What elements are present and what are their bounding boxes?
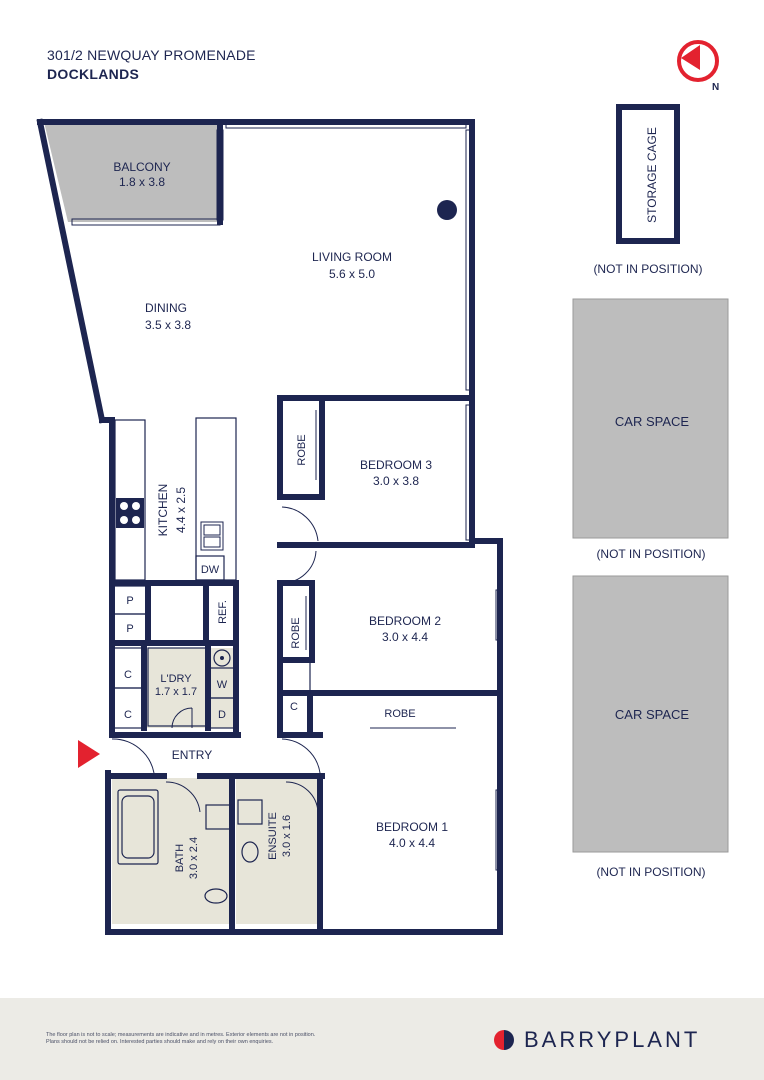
floor-plan: N BALCONY 1.8 x 3.8 xyxy=(36,40,729,935)
entry-name: ENTRY xyxy=(172,748,212,762)
laundry-name: L'DRY xyxy=(160,673,192,685)
car-space-2-label: CAR SPACE xyxy=(615,707,689,722)
balcony-size: 1.8 x 3.8 xyxy=(119,175,165,189)
bath-size: 3.0 x 2.4 xyxy=(188,837,200,879)
column-icon xyxy=(437,200,457,220)
bedroom3-size: 3.0 x 3.8 xyxy=(373,474,419,488)
pantry-label-1: P xyxy=(126,595,133,607)
sink-icon xyxy=(200,521,224,551)
laundry-floor xyxy=(144,648,236,728)
bedroom2-size: 3.0 x 4.4 xyxy=(382,630,428,644)
ensuite-name: ENSUITE xyxy=(267,812,279,860)
address-line1: 301/2 NEWQUAY PROMENADE xyxy=(47,47,256,63)
door-swings xyxy=(111,410,456,813)
living-size: 5.6 x 5.0 xyxy=(329,267,375,281)
brand-name: BARRYPLANT xyxy=(524,1027,701,1052)
dw-label: DW xyxy=(201,564,220,576)
bedroom3-name: BEDROOM 3 xyxy=(360,458,432,472)
balcony-name: BALCONY xyxy=(113,160,170,174)
disclaimer-line1: The floor plan is not to scale; measurem… xyxy=(46,1032,316,1038)
bedroom1-size: 4.0 x 4.4 xyxy=(389,836,435,850)
robe-label-bedroom1: ROBE xyxy=(384,708,415,720)
kitchen-name: KITCHEN xyxy=(156,484,170,537)
bath-name: BATH xyxy=(174,844,186,873)
cooktop-icon xyxy=(116,498,144,528)
brand-logo: BARRYPLANT xyxy=(492,1026,700,1054)
dining-name: DINING xyxy=(145,301,187,315)
robe-label-bedroom2: ROBE xyxy=(290,617,302,648)
cupboard-label-3: C xyxy=(290,701,298,713)
kitchen-benches xyxy=(111,417,311,904)
cupboard-label-1: C xyxy=(124,669,132,681)
washer-label: W xyxy=(217,679,228,691)
ref-label: REF. xyxy=(217,600,229,624)
compass-icon: N xyxy=(677,40,719,93)
storage-cage xyxy=(616,104,680,244)
footer-bar xyxy=(0,998,764,1080)
storage-not-in-position: (NOT IN POSITION) xyxy=(593,262,702,276)
disclaimer: The floor plan is not to scale; measurem… xyxy=(46,1032,346,1046)
ensuite-size: 3.0 x 1.6 xyxy=(281,815,293,857)
dining-size: 3.5 x 3.8 xyxy=(145,318,191,332)
laundry-size: 1.7 x 1.7 xyxy=(155,686,197,698)
storage-cage-label: STORAGE CAGE xyxy=(645,127,659,223)
bath-floor xyxy=(112,778,230,924)
balcony-area xyxy=(44,122,220,222)
kitchen-size: 4.4 x 2.5 xyxy=(174,487,188,533)
living-name: LIVING ROOM xyxy=(312,250,392,264)
address-suburb: DOCKLANDS xyxy=(47,66,140,82)
cupboard-label-2: C xyxy=(124,709,132,721)
dryer-label: D xyxy=(218,709,226,721)
bedroom2-name: BEDROOM 2 xyxy=(369,614,441,628)
car-space-1-label: CAR SPACE xyxy=(615,414,689,429)
robe-label-bedroom3: ROBE xyxy=(296,434,308,465)
ensuite-floor xyxy=(236,778,320,924)
bedroom1-name: BEDROOM 1 xyxy=(376,820,448,834)
car-space-1 xyxy=(572,298,729,539)
windows xyxy=(71,121,503,871)
car-space-2-not-in-position: (NOT IN POSITION) xyxy=(596,865,705,879)
laundry-tub-icon xyxy=(213,649,231,667)
brand-mark-icon xyxy=(494,1030,514,1050)
car-space-2 xyxy=(572,575,729,853)
compass-label: N xyxy=(712,82,719,93)
car-space-1-not-in-position: (NOT IN POSITION) xyxy=(596,547,705,561)
disclaimer-line2: Plans should not be relied on. Intereste… xyxy=(46,1039,274,1045)
entry-arrow-icon xyxy=(78,740,100,768)
pantry-label-2: P xyxy=(126,623,133,635)
